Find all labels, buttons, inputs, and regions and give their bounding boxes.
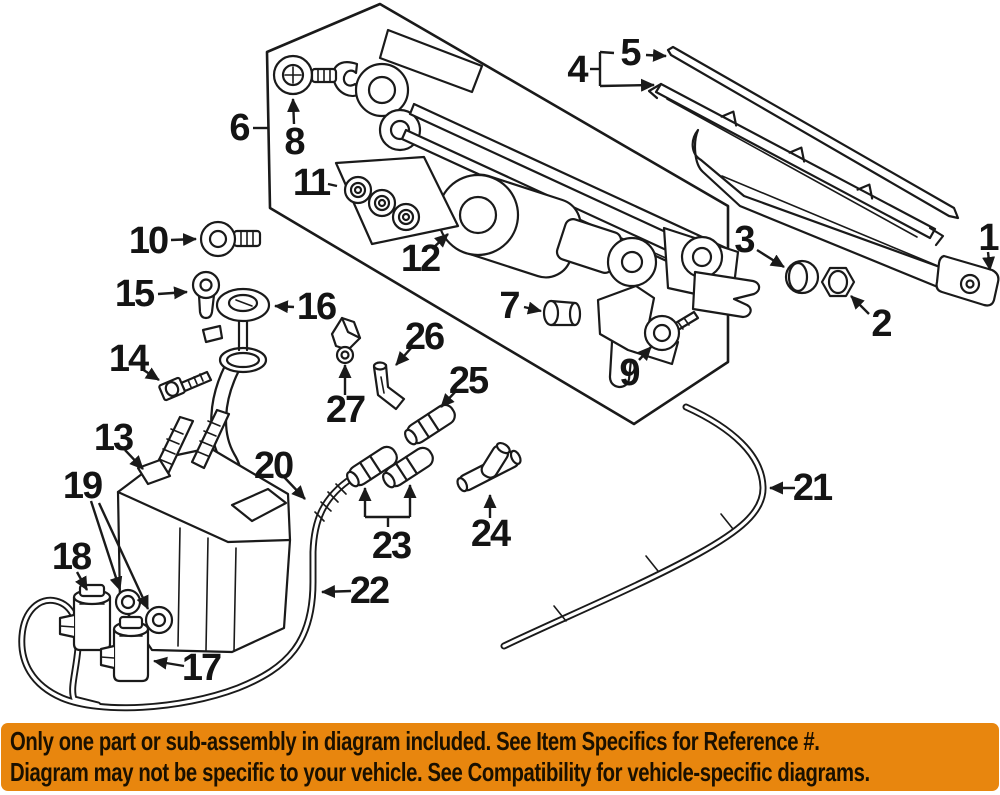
bracket-13-art <box>136 408 231 486</box>
part-label-17: 17 <box>181 647 222 689</box>
nut-2-art <box>820 266 856 298</box>
part-label-9: 9 <box>619 352 640 394</box>
part-label-1: 1 <box>978 217 999 259</box>
part-label-8: 8 <box>284 121 305 163</box>
part-label-7: 7 <box>499 285 520 327</box>
part-label-6: 6 <box>229 107 250 149</box>
leader-lines <box>75 48 996 670</box>
bolt-7-art <box>542 299 582 327</box>
washer-pump-18-art <box>58 583 112 652</box>
part-label-25: 25 <box>448 360 489 402</box>
part-label-11: 11 <box>292 162 331 204</box>
part-label-23: 23 <box>371 525 412 567</box>
pivot-grommet-8-art <box>272 54 338 96</box>
wiper-blade-insert-art <box>666 45 960 220</box>
part-label-21: 21 <box>792 467 833 509</box>
part-label-26: 26 <box>404 316 445 358</box>
grommets-19-art <box>114 588 174 635</box>
part-label-27: 27 <box>325 389 366 431</box>
part-label-16: 16 <box>296 286 337 328</box>
washer-reservoir-art <box>116 446 292 654</box>
y-connector-24-art <box>456 441 522 493</box>
part-label-12: 12 <box>400 238 441 280</box>
cap-3-art <box>784 259 820 295</box>
diagram-art <box>18 2 1000 712</box>
disclaimer-banner: Only one part or sub-assembly in diagram… <box>1 723 999 791</box>
washer-hose-21-art <box>500 403 767 650</box>
nozzle-27-art <box>330 316 362 365</box>
banner-line-1: Only one part or sub-assembly in diagram… <box>10 726 820 756</box>
part-label-20: 20 <box>253 445 294 487</box>
connector-25-art <box>400 400 460 450</box>
part-label-13: 13 <box>93 417 134 459</box>
part-label-10: 10 <box>128 220 169 262</box>
part-label-24: 24 <box>470 513 511 555</box>
grommet-kit-11-art <box>334 155 460 246</box>
part-label-15: 15 <box>114 273 155 315</box>
wiper-motor-art <box>436 173 658 288</box>
screw-9-art <box>643 310 700 352</box>
screw-10-art <box>199 220 262 258</box>
bolt-14-art <box>158 370 213 402</box>
washer-pump-17-art <box>99 615 150 683</box>
part-label-19: 19 <box>62 465 103 507</box>
part-label-2: 2 <box>871 303 892 345</box>
part-label-22: 22 <box>349 570 390 612</box>
wiper-blade-assembly-art <box>647 82 945 247</box>
part-label-14: 14 <box>108 338 149 380</box>
part-label-5: 5 <box>620 32 641 74</box>
valve-15-art <box>191 270 221 320</box>
part-label-4: 4 <box>567 49 588 91</box>
part-label-18: 18 <box>51 536 92 578</box>
part-label-3: 3 <box>734 219 755 261</box>
frame-6-art <box>265 2 730 426</box>
banner-line-2: Diagram may not be specific to your vehi… <box>10 757 870 787</box>
elbow-26-art <box>372 361 406 411</box>
connectors-23-art <box>342 442 438 493</box>
